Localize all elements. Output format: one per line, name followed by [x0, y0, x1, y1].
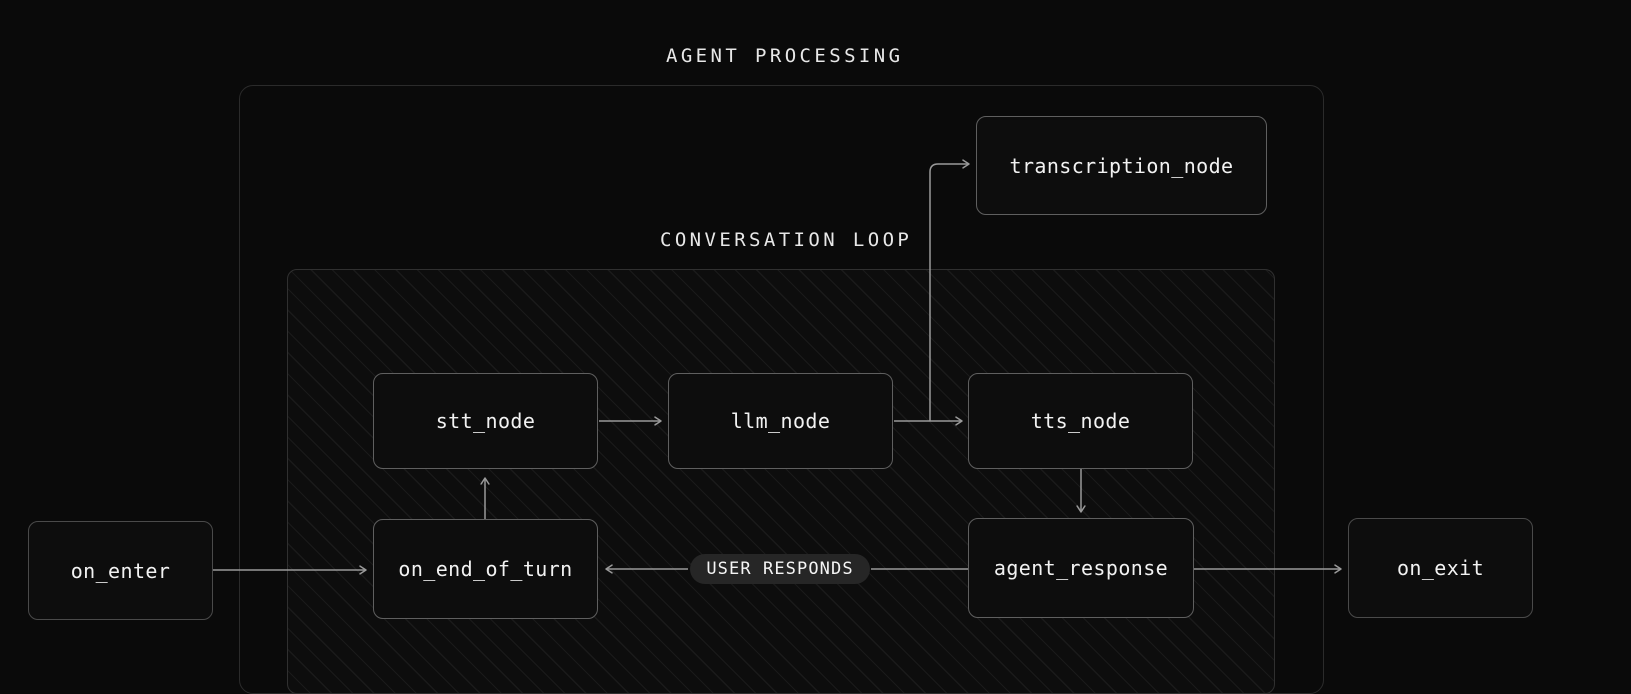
node-on-enter[interactable]: on_enter — [28, 521, 213, 620]
group-title-agent-processing: AGENT PROCESSING — [666, 45, 904, 67]
node-transcription-node[interactable]: transcription_node — [976, 116, 1267, 215]
node-stt-node-label: stt_node — [435, 409, 536, 433]
node-agent-response[interactable]: agent_response — [968, 518, 1194, 618]
node-on-exit[interactable]: on_exit — [1348, 518, 1533, 618]
node-on-enter-label: on_enter — [70, 558, 171, 583]
group-title-conversation-loop: CONVERSATION LOOP — [660, 229, 913, 251]
edge-label-user-responds: USER RESPONDS — [690, 554, 870, 584]
node-tts-node[interactable]: tts_node — [968, 373, 1193, 469]
node-agent-response-label: agent_response — [993, 556, 1169, 580]
node-on-end-of-turn-label: on_end_of_turn — [398, 557, 573, 581]
node-llm-node-label: llm_node — [730, 409, 831, 433]
node-tts-node-label: tts_node — [1030, 409, 1131, 433]
node-llm-node[interactable]: llm_node — [668, 373, 893, 469]
node-on-exit-label: on_exit — [1396, 556, 1485, 580]
node-stt-node[interactable]: stt_node — [373, 373, 598, 469]
node-on-end-of-turn[interactable]: on_end_of_turn — [373, 519, 598, 619]
edge-label-user-responds-text: USER RESPONDS — [706, 559, 854, 579]
group-box-conversation-loop — [287, 269, 1275, 694]
node-transcription-node-label: transcription_node — [1009, 153, 1234, 178]
